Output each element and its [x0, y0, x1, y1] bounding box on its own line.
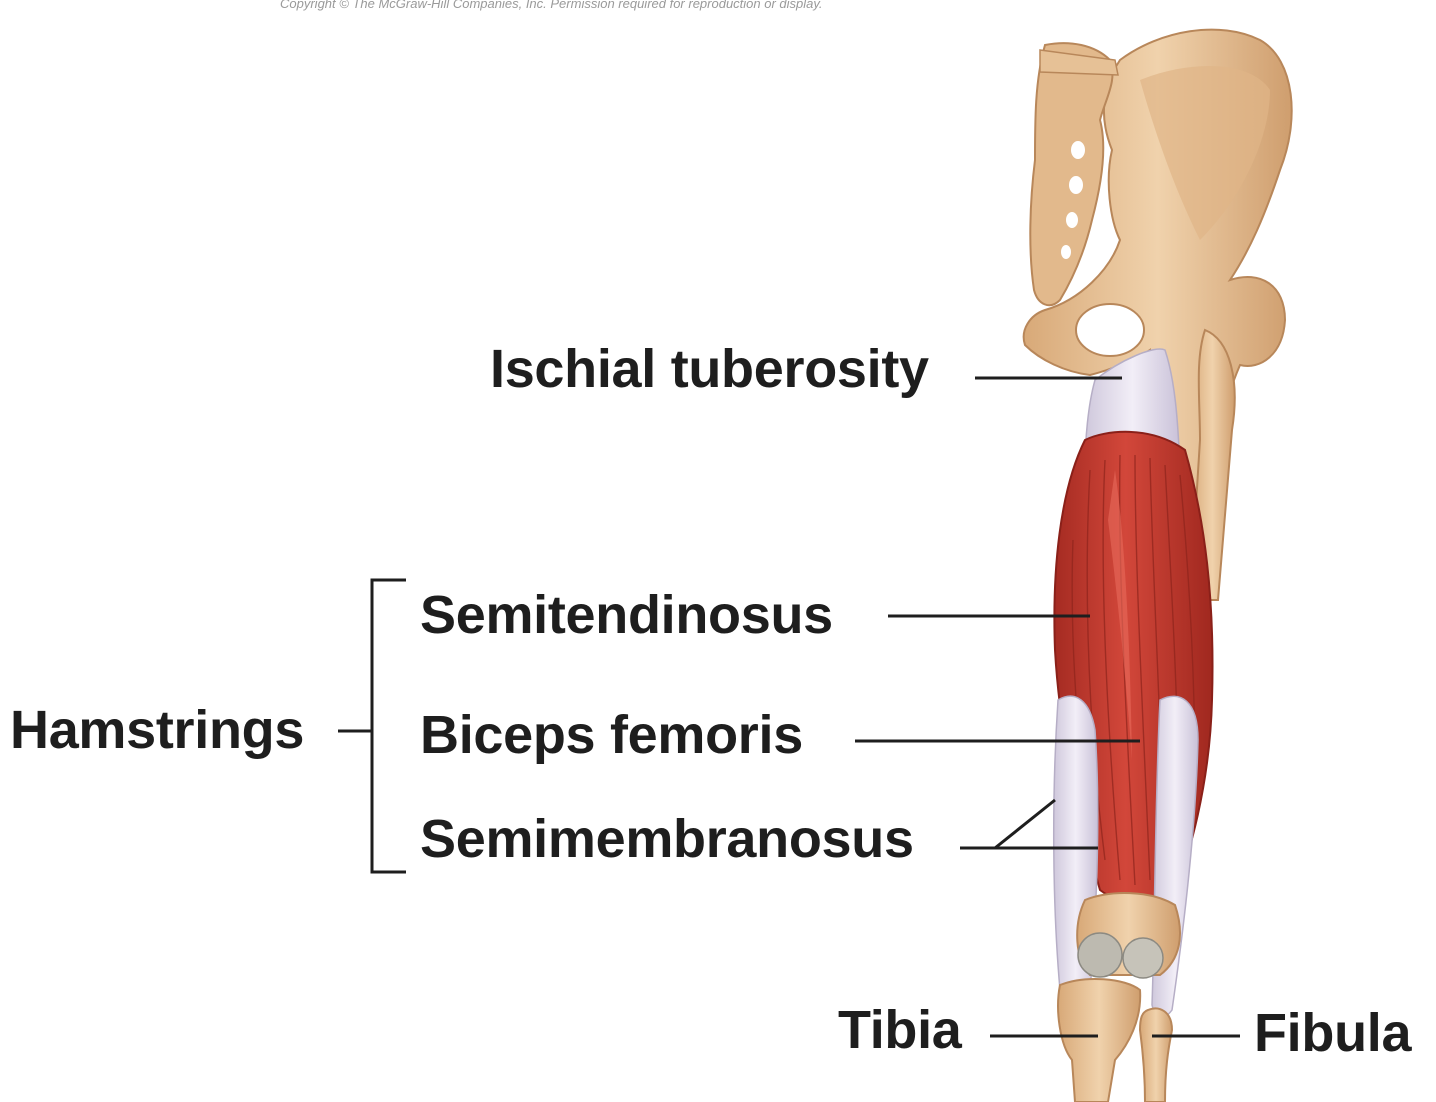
label-semimembranosus: Semimembranosus — [420, 812, 914, 866]
hamstrings-bracket — [372, 580, 406, 872]
semimembranosus-leader-branch — [995, 800, 1055, 848]
sacral-foramen-3 — [1066, 212, 1078, 228]
label-fibula: Fibula — [1254, 1006, 1411, 1060]
sacral-foramen-2 — [1069, 176, 1083, 194]
fibula-bone — [1140, 1008, 1172, 1102]
label-semitendinosus: Semitendinosus — [420, 588, 833, 642]
label-hamstrings: Hamstrings — [10, 703, 304, 757]
femoral-condyle-lateral — [1123, 938, 1163, 978]
sacral-foramen-1 — [1071, 141, 1085, 159]
obturator-foramen — [1076, 304, 1144, 356]
femoral-condyle-medial — [1078, 933, 1122, 977]
sacrum-bone — [1030, 43, 1112, 305]
tibia-bone — [1058, 979, 1140, 1102]
label-ischial-tuberosity: Ischial tuberosity — [490, 342, 929, 396]
label-tibia: Tibia — [838, 1003, 962, 1057]
label-biceps-femoris: Biceps femoris — [420, 708, 803, 762]
sacral-foramen-4 — [1061, 245, 1071, 259]
